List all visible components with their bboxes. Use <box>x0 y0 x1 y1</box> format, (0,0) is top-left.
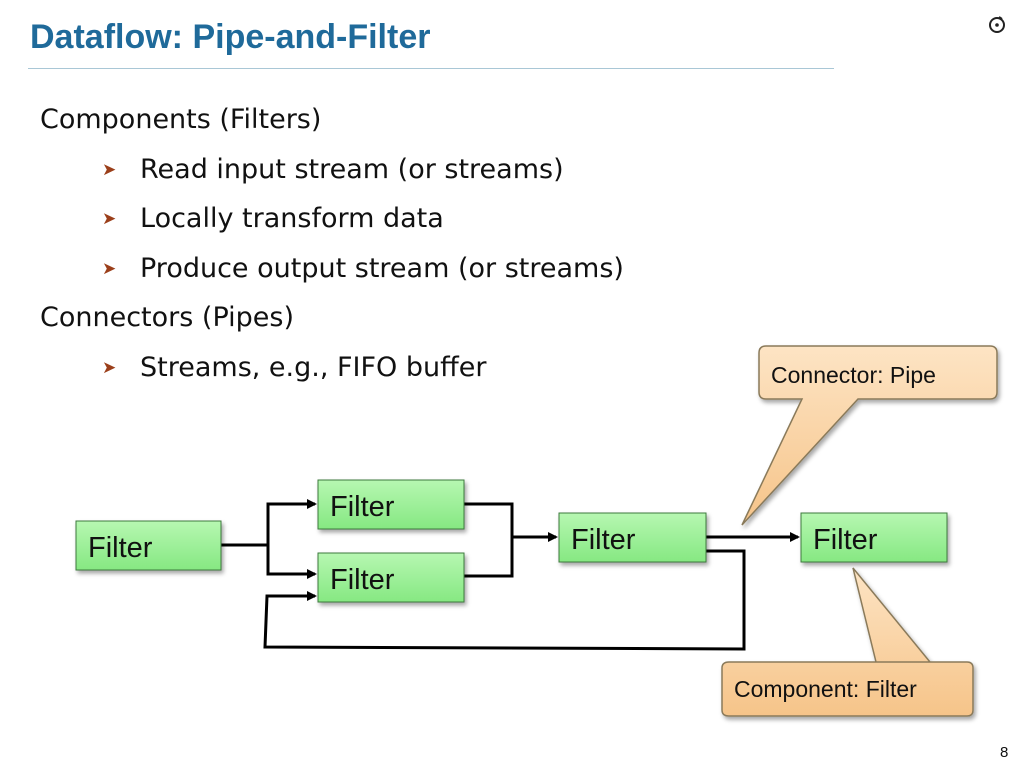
component-callout-label: Component: Filter <box>734 676 917 702</box>
sub-bullet-item: ➤ Produce output stream (or streams) <box>40 249 624 299</box>
arrow-bullet-icon: ➤ <box>102 209 117 229</box>
connector-callout <box>741 345 998 526</box>
filter-box: Filter <box>317 479 465 530</box>
arrow-bullet-icon: ➤ <box>102 357 117 378</box>
bullet-item: Components (Filters) <box>40 100 624 150</box>
arrow-bullet-icon: ➤ <box>102 159 117 180</box>
filter-box: Filter <box>75 520 222 571</box>
arrow-bullet-icon: ➤ <box>102 258 117 279</box>
sub-bullet-item: ➤ Streams, e.g., FIFO buffer <box>40 348 624 398</box>
filter-label: Filter <box>813 524 878 556</box>
filter-label: Filter <box>88 532 153 564</box>
component-callout <box>721 567 974 717</box>
page-number: 8 <box>1000 744 1009 761</box>
filter-box: Filter <box>317 552 465 603</box>
bullet-item: Connectors (Pipes) <box>40 298 624 348</box>
filter-label: Filter <box>330 564 395 596</box>
pipe-to-upper-filter <box>266 499 317 545</box>
sub-bullet-item: ➤ Read input stream (or streams) <box>40 150 624 200</box>
bullet-list: Components (Filters) ➤ Read input stream … <box>40 100 624 397</box>
filter-box: Filter <box>558 512 707 563</box>
filter-label: Filter <box>571 524 636 556</box>
bullet-text: Connectors (Pipes) <box>40 302 294 333</box>
slide-title: Dataflow: Pipe-and-Filter <box>30 18 431 56</box>
pipe-feedback-loop <box>263 549 746 651</box>
pipe-upper-to-merge <box>464 502 514 578</box>
bullet-text: Components (Filters) <box>40 104 322 135</box>
pipe-to-lower-filter <box>266 545 317 579</box>
sub-bullet-item: ➤ Locally transform data <box>40 199 624 249</box>
bullet-text: Locally transform data <box>140 203 444 234</box>
filter-label: Filter <box>330 491 395 523</box>
filter-box: Filter <box>800 512 948 563</box>
connector-callout-label: Connector: Pipe <box>771 362 936 388</box>
circle-logo-icon <box>989 16 1005 33</box>
pipes <box>221 499 800 651</box>
title-divider <box>28 68 834 69</box>
bullet-text: Produce output stream (or streams) <box>140 252 624 284</box>
bullet-text: Streams, e.g., FIFO buffer <box>140 351 487 383</box>
bullet-text: Read input stream (or streams) <box>140 153 564 185</box>
